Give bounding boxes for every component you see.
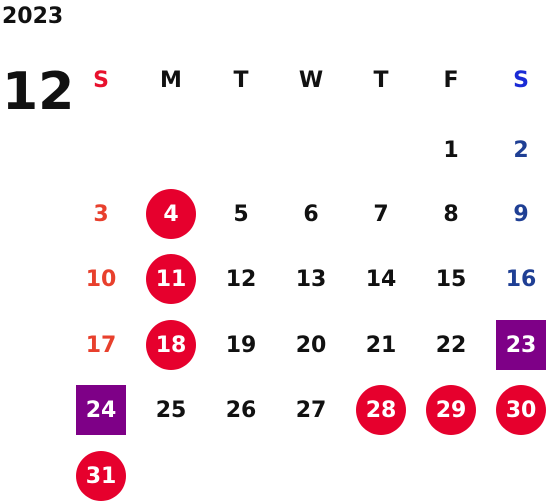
day-1[interactable]: 1	[443, 137, 459, 163]
day-23[interactable]: 23	[496, 320, 546, 370]
day-5[interactable]: 5	[233, 201, 249, 227]
day-8[interactable]: 8	[443, 201, 459, 227]
day-24[interactable]: 24	[76, 385, 126, 435]
day-29[interactable]: 29	[426, 385, 476, 435]
weekday-saturday: S	[513, 68, 529, 93]
day-6[interactable]: 6	[303, 201, 319, 227]
day-27[interactable]: 27	[295, 397, 327, 423]
day-3[interactable]: 3	[93, 201, 109, 227]
day-22[interactable]: 22	[435, 332, 467, 358]
day-4[interactable]: 4	[146, 189, 196, 239]
day-2[interactable]: 2	[513, 137, 529, 163]
day-30[interactable]: 30	[496, 385, 546, 435]
weekday-thursday: T	[373, 68, 389, 93]
weekday-monday: M	[160, 68, 182, 93]
weekday-wednesday: W	[298, 68, 324, 93]
weekday-sunday: S	[93, 68, 109, 93]
weekday-friday: F	[443, 68, 459, 93]
month-label: 12	[2, 62, 75, 122]
day-7[interactable]: 7	[373, 201, 389, 227]
day-14[interactable]: 14	[365, 266, 397, 292]
day-16[interactable]: 16	[505, 266, 537, 292]
day-28[interactable]: 28	[356, 385, 406, 435]
day-18[interactable]: 18	[146, 320, 196, 370]
day-11[interactable]: 11	[146, 254, 196, 304]
weekday-tuesday: T	[233, 68, 249, 93]
day-19[interactable]: 19	[225, 332, 257, 358]
day-21[interactable]: 21	[365, 332, 397, 358]
day-31[interactable]: 31	[76, 451, 126, 501]
day-26[interactable]: 26	[225, 397, 257, 423]
day-10[interactable]: 10	[85, 266, 117, 292]
day-25[interactable]: 25	[155, 397, 187, 423]
day-12[interactable]: 12	[225, 266, 257, 292]
day-15[interactable]: 15	[435, 266, 467, 292]
day-17[interactable]: 17	[85, 332, 117, 358]
year-label: 2023	[2, 4, 64, 29]
day-13[interactable]: 13	[295, 266, 327, 292]
day-9[interactable]: 9	[513, 201, 529, 227]
day-20[interactable]: 20	[295, 332, 327, 358]
